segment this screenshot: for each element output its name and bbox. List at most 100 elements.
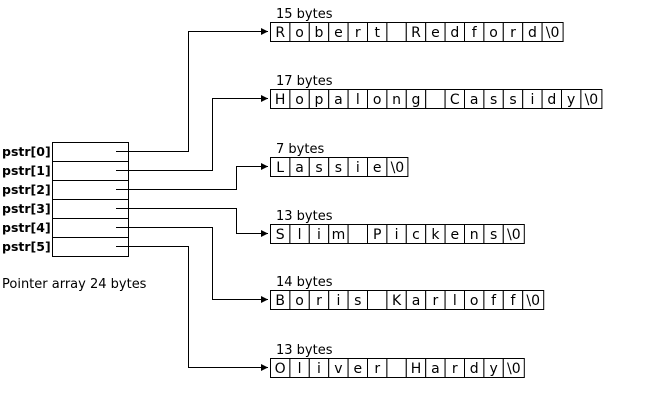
null-terminator-char: \0 xyxy=(546,25,560,41)
byte-char: K xyxy=(392,293,402,309)
byte-char: t xyxy=(374,25,380,41)
byte-char: C xyxy=(450,92,460,108)
pointer-array-box xyxy=(52,142,129,257)
byte-char: S xyxy=(276,227,285,243)
byte-char: o xyxy=(489,25,498,41)
byte-char: R xyxy=(411,25,421,41)
byte-char: r xyxy=(510,25,516,41)
pointer-label-1: pstr[1] xyxy=(2,163,51,178)
pointer-label-5: pstr[5] xyxy=(2,239,51,254)
byte-char: p xyxy=(315,92,324,108)
byte-char: H xyxy=(275,92,286,108)
null-terminator-cell xyxy=(502,224,525,244)
byte-char: l xyxy=(298,227,302,243)
byte-char: P xyxy=(373,227,381,243)
null-terminator-cell xyxy=(386,157,409,177)
byte-char: d xyxy=(547,92,556,108)
byte-count-label: 13 bytes xyxy=(276,343,333,358)
byte-char: f xyxy=(511,293,517,309)
byte-char: r xyxy=(355,25,361,41)
byte-char: r xyxy=(374,361,380,377)
pointer-labels: pstr[0] pstr[1] pstr[2] pstr[3] pstr[4] … xyxy=(2,144,51,254)
pointer-label-2: pstr[2] xyxy=(2,182,51,197)
byte-count-label: 14 bytes xyxy=(276,275,333,290)
byte-char: m xyxy=(332,227,346,243)
byte-char: o xyxy=(470,293,479,309)
byte-char: e xyxy=(334,25,343,41)
byte-char: c xyxy=(412,227,420,243)
byte-char: b xyxy=(315,25,324,41)
byte-char: d xyxy=(470,361,479,377)
byte-char: R xyxy=(275,25,285,41)
byte-char: B xyxy=(275,293,285,309)
null-terminator-cell xyxy=(541,22,564,42)
arrow-pstr0 xyxy=(116,28,268,152)
pointer-label-0: pstr[0] xyxy=(2,144,51,159)
byte-char: f xyxy=(491,293,497,309)
byte-char: H xyxy=(411,361,422,377)
byte-char: l xyxy=(356,92,360,108)
byte-char: d xyxy=(450,25,459,41)
null-terminator-char: \0 xyxy=(526,293,540,309)
null-terminator-char: \0 xyxy=(585,92,599,108)
byte-char: a xyxy=(412,293,421,309)
byte-char: i xyxy=(530,92,534,108)
arrow-pstr5 xyxy=(116,246,268,371)
byte-char: r xyxy=(452,361,458,377)
null-terminator-char: \0 xyxy=(507,361,521,377)
null-terminator-char: \0 xyxy=(507,227,521,243)
byte-char: e xyxy=(373,160,382,176)
byte-char: a xyxy=(470,92,479,108)
byte-cell xyxy=(425,89,446,109)
byte-cell xyxy=(386,22,407,42)
byte-char: y xyxy=(567,92,575,108)
pointer-label-4: pstr[4] xyxy=(2,220,51,235)
null-terminator-cell xyxy=(580,89,603,109)
null-terminator-char: \0 xyxy=(391,160,405,176)
byte-cell xyxy=(386,358,407,378)
arrow-pstr3 xyxy=(116,208,268,237)
byte-char: v xyxy=(334,361,342,377)
byte-count-label: 7 bytes xyxy=(276,142,324,157)
arrow-pstr4 xyxy=(116,227,268,303)
byte-char: d xyxy=(528,25,537,41)
byte-char: l xyxy=(453,293,457,309)
byte-char: r xyxy=(316,293,322,309)
byte-count-label: 13 bytes xyxy=(276,209,333,224)
byte-char: s xyxy=(315,160,322,176)
byte-char: a xyxy=(431,361,440,377)
pointer-label-3: pstr[3] xyxy=(2,201,51,216)
byte-char: y xyxy=(489,361,497,377)
byte-char: O xyxy=(275,361,286,377)
byte-char: k xyxy=(431,227,440,243)
byte-char: a xyxy=(334,92,343,108)
pointer-array-caption: Pointer array 24 bytes xyxy=(2,277,147,292)
byte-count-label: 17 bytes xyxy=(276,74,333,89)
byte-cell xyxy=(367,290,388,310)
byte-char: e xyxy=(353,361,362,377)
byte-char: i xyxy=(317,361,321,377)
byte-char: s xyxy=(335,160,342,176)
byte-count-label: 15 bytes xyxy=(276,7,333,22)
byte-char: n xyxy=(470,227,479,243)
byte-char: i xyxy=(395,227,399,243)
null-terminator-cell xyxy=(502,358,525,378)
arrow-pstr2 xyxy=(116,163,268,190)
byte-char: i xyxy=(336,293,340,309)
byte-char: s xyxy=(490,92,497,108)
byte-char: s xyxy=(509,92,516,108)
byte-char: s xyxy=(354,293,361,309)
byte-char: o xyxy=(295,92,304,108)
byte-cell xyxy=(347,224,369,244)
byte-char: a xyxy=(295,160,304,176)
null-terminator-cell xyxy=(522,290,545,310)
byte-char: n xyxy=(392,92,401,108)
arrow-pstr1 xyxy=(116,95,268,171)
byte-char: s xyxy=(490,227,497,243)
